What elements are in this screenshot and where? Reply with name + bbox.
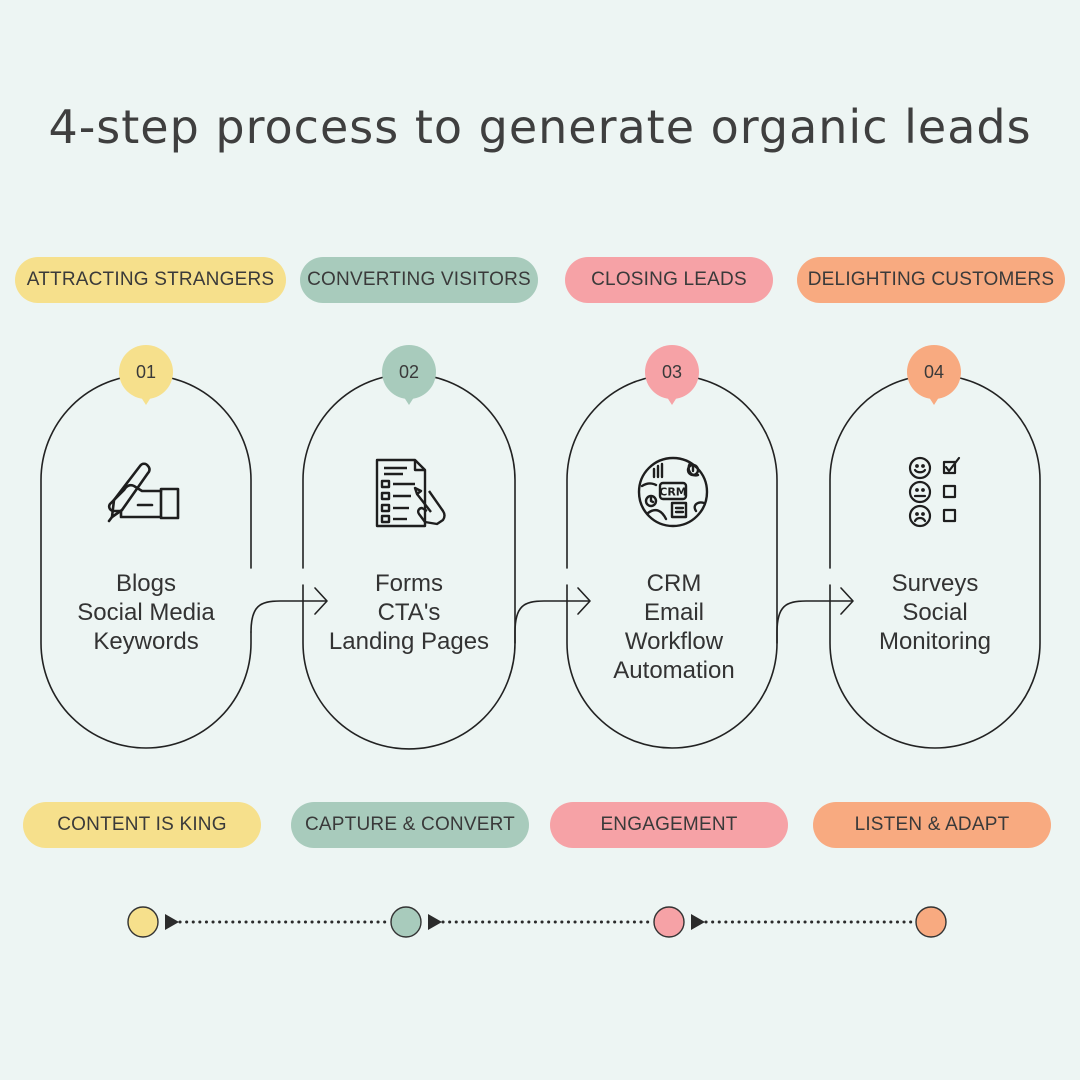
- step-2-item: Forms: [375, 570, 443, 597]
- step-2-items: Forms CTA's Landing Pages: [309, 569, 509, 656]
- survey-checklist-icon: [905, 456, 969, 528]
- timeline-dot-2: [390, 906, 422, 938]
- step-4-item: Monitoring: [878, 628, 992, 655]
- step-3-outline: [566, 374, 778, 749]
- step-number-3: 03: [645, 345, 699, 405]
- step-3-item: Automation: [613, 657, 735, 684]
- stage-label-4: DELIGHTING CUSTOMERS: [797, 257, 1065, 303]
- step-1-items: Blogs Social Media Keywords: [46, 569, 246, 656]
- step-3-item: Email: [643, 599, 704, 626]
- step-1-item: Blogs: [115, 570, 177, 597]
- timeline-dot-3: [653, 906, 685, 938]
- timeline-dot-1: [127, 906, 159, 938]
- arrow-head-1: [314, 587, 328, 615]
- form-document-icon: [373, 456, 453, 530]
- connector-2-3: [514, 600, 590, 644]
- tagline-2: CAPTURE & CONVERT: [291, 802, 529, 848]
- step-2-item: CTA's: [377, 599, 441, 626]
- step-4-outline: [829, 374, 1041, 749]
- page-title: 4-step process to generate organic leads: [48, 100, 1032, 154]
- tagline-1: CONTENT IS KING: [23, 802, 261, 848]
- step-1-item: Keywords: [93, 628, 199, 655]
- step-3-item: Workflow: [624, 628, 724, 655]
- step-1-item: Social Media: [77, 599, 215, 626]
- step-2-item: Landing Pages: [328, 628, 490, 655]
- arrow-head-2: [577, 587, 591, 615]
- stage-label-1: ATTRACTING STRANGERS: [15, 257, 286, 303]
- svg-text:CRM: CRM: [659, 486, 687, 499]
- connector-1-2: [250, 600, 327, 633]
- step-4-item: Surveys: [891, 570, 979, 597]
- crm-globe-icon: CRM: [636, 455, 710, 529]
- step-3-items: CRM Email Workflow Automation: [574, 569, 774, 685]
- timeline-arrow-2: [428, 914, 442, 930]
- stage-label-3: CLOSING LEADS: [565, 257, 773, 303]
- tagline-3: ENGAGEMENT: [550, 802, 788, 848]
- step-number-4: 04: [907, 345, 961, 405]
- stage-label-2: CONVERTING VISITORS: [300, 257, 538, 303]
- hand-writing-icon: [104, 460, 182, 526]
- timeline-dot-4: [915, 906, 947, 938]
- step-2-outline: [302, 373, 516, 750]
- arrow-head-3: [840, 587, 854, 615]
- step-number-1: 01: [119, 345, 173, 405]
- timeline-arrow-1: [165, 914, 179, 930]
- step-4-item: Social: [902, 599, 968, 626]
- tagline-4: LISTEN & ADAPT: [813, 802, 1051, 848]
- step-3-item: CRM: [646, 570, 702, 597]
- step-1-outline: [40, 374, 252, 749]
- step-number-2: 02: [382, 345, 436, 405]
- timeline-arrow-3: [691, 914, 705, 930]
- step-4-items: Surveys Social Monitoring: [835, 569, 1035, 656]
- connector-3-4: [776, 600, 853, 644]
